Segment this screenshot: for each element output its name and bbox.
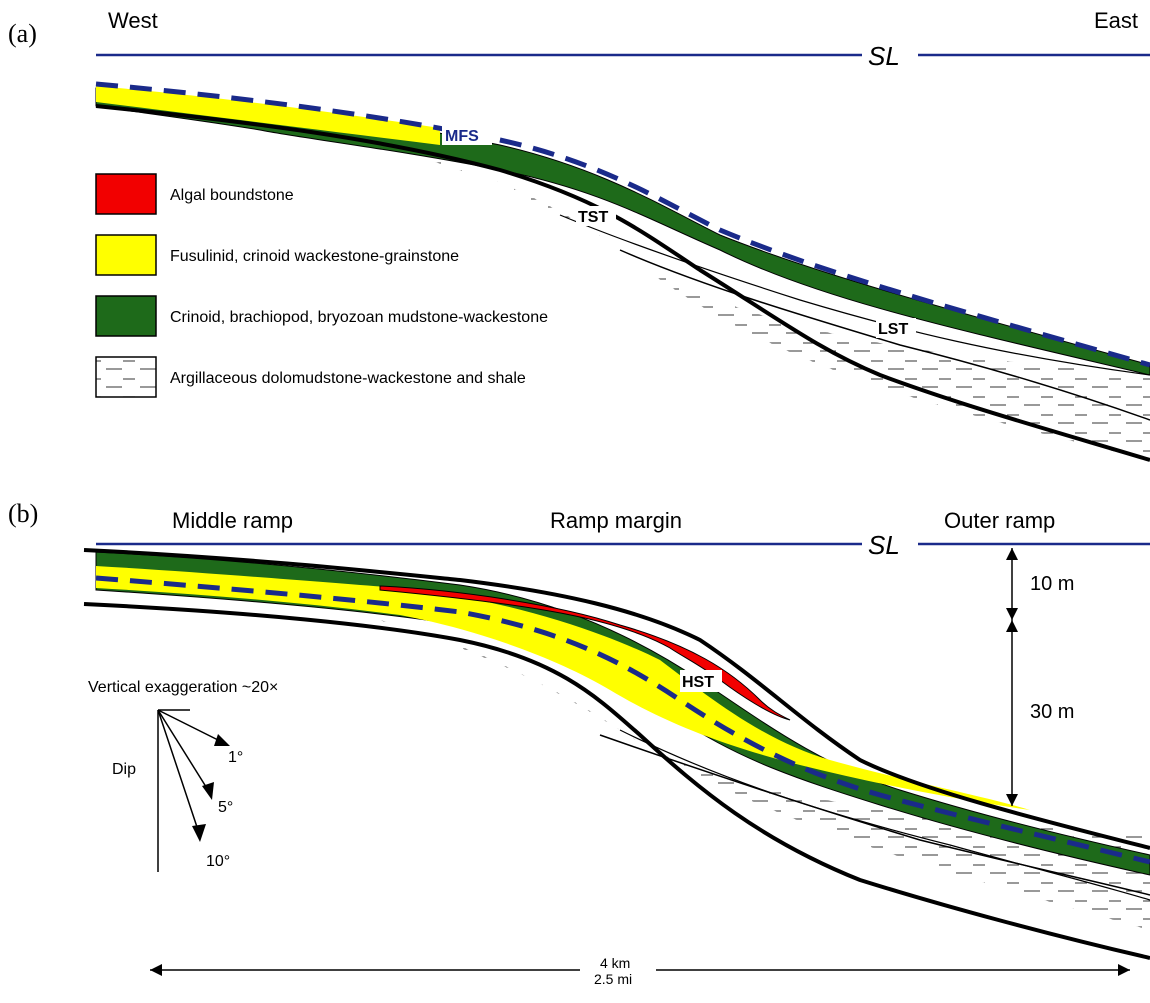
shale-layer-a	[300, 130, 1150, 460]
hst-label: HST	[682, 674, 714, 691]
horizontal-scale: 4 km 2.5 mi	[150, 955, 1130, 987]
horizontal-arrow-left	[150, 964, 162, 976]
tst-boundary-a	[619, 249, 1150, 421]
scale-30m-label: 30 m	[1030, 701, 1074, 723]
fusulinid-layer-a	[96, 86, 440, 145]
dip-10-arrow	[157, 709, 199, 831]
mfs-label-bg	[442, 125, 492, 145]
dip-1-arrow	[157, 709, 223, 743]
top-boundary-b	[83, 548, 1150, 850]
legend-swatch-crinoid	[95, 295, 157, 337]
outer-ramp-label: Outer ramp	[944, 508, 1055, 533]
dip-5-arrowhead	[202, 782, 214, 800]
mfs-dashed-line-a	[95, 81, 1150, 368]
sea-level-label-a: SL	[868, 41, 900, 71]
legend: Algal boundstone Fusulinid, crinoid wack…	[95, 173, 548, 398]
panel-b: (b) Middle ramp Ramp margin Outer ramp S…	[8, 499, 1150, 987]
horizontal-scale-mi: 2.5 mi	[594, 971, 632, 987]
lst-label-bg	[876, 318, 916, 338]
tst-label-bg	[576, 206, 616, 226]
mfs-label: MFS	[445, 128, 479, 145]
dip-10-arrowhead	[192, 824, 206, 842]
west-label: West	[108, 8, 158, 33]
dip-indicator: Vertical exaggeration ~20× Dip 1° 5° 10°	[88, 679, 278, 872]
dip-label: Dip	[112, 761, 136, 778]
legend-label-shale: Argillaceous dolomudstone-wackestone and…	[170, 370, 526, 387]
algal-layer-b	[379, 585, 791, 721]
lst-label: LST	[878, 321, 908, 338]
tst-label: TST	[578, 209, 608, 226]
legend-label-fusulinid: Fusulinid, crinoid wackestone-grainstone	[170, 248, 459, 265]
panel-a: (a) West East SL MFS TST LST Algal bound…	[8, 8, 1150, 462]
dip-5-arrow	[157, 709, 209, 791]
horizontal-scale-km: 4 km	[600, 955, 630, 971]
tst-line-a	[559, 214, 1150, 376]
crinoid-layer-b	[95, 551, 1150, 876]
dip-5-label: 5°	[218, 799, 233, 816]
dip-1-label: 1°	[228, 749, 243, 766]
base-boundary-a	[95, 104, 1150, 462]
panel-a-label: (a)	[8, 19, 37, 48]
horizontal-arrow-right	[1118, 964, 1130, 976]
ramp-margin-label: Ramp margin	[550, 508, 682, 533]
arrow-down-bottom	[1006, 794, 1018, 806]
tst-line-b	[619, 729, 1150, 901]
dip-10-label: 10°	[206, 853, 230, 870]
arrow-up-30m	[1006, 620, 1018, 632]
hst-label-bg	[680, 670, 722, 692]
panel-b-label: (b)	[8, 499, 38, 528]
scale-10m-label: 10 m	[1030, 573, 1074, 595]
base-boundary-b	[83, 602, 1150, 960]
arrow-down-10m	[1006, 608, 1018, 620]
vertical-exaggeration-label: Vertical exaggeration ~20×	[88, 679, 278, 696]
sea-level-label-b: SL	[868, 530, 900, 560]
legend-label-algal: Algal boundstone	[170, 187, 294, 204]
legend-label-crinoid: Crinoid, brachiopod, bryozoan mudstone-w…	[170, 309, 548, 326]
middle-ramp-label: Middle ramp	[172, 508, 293, 533]
fusulinid-layer-b	[96, 566, 1030, 810]
legend-swatch-algal	[95, 173, 157, 215]
east-label: East	[1094, 8, 1138, 33]
shale-layer-b	[380, 620, 1150, 930]
arrow-up-top	[1006, 548, 1018, 560]
crinoid-layer-a	[95, 87, 1150, 376]
mfs-dashed-line-b	[95, 575, 1150, 865]
lst-line-b	[599, 734, 1150, 896]
legend-swatch-shale	[95, 356, 157, 398]
legend-swatch-fusulinid	[95, 234, 157, 276]
dip-1-arrowhead	[214, 734, 230, 746]
vertical-scale: 10 m 30 m	[1006, 548, 1074, 806]
